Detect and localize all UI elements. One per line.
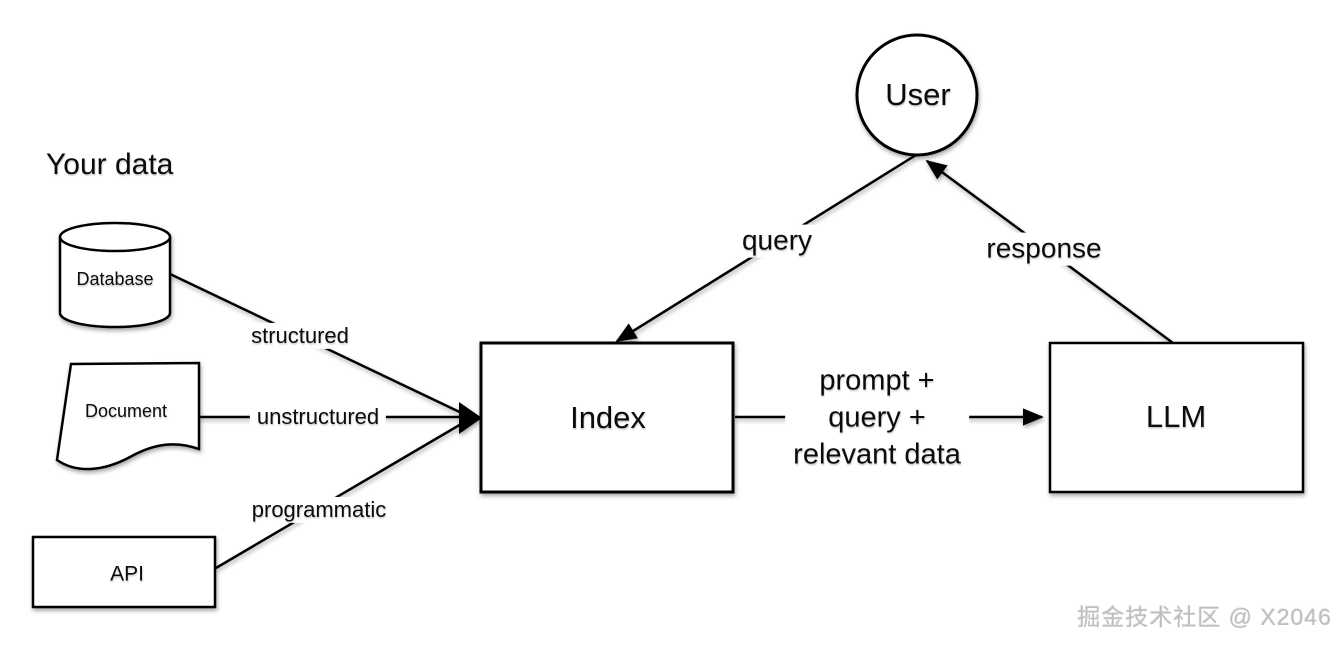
database-cylinder-top-icon: [58, 221, 172, 253]
database-cylinder-icon: [58, 237, 172, 329]
user-node-label: User: [885, 76, 951, 112]
api-node-label: API: [110, 562, 144, 586]
llm-node-label: LLM: [1145, 398, 1207, 434]
programmatic-edge-line: [215, 418, 469, 570]
watermark-text: 掘金技术社区 @ X2046: [1077, 604, 1332, 630]
api-node-box: [31, 535, 217, 609]
document-node-label: Document: [84, 401, 168, 422]
database-node-label: Database: [76, 269, 154, 290]
structured-edge-label: structured: [244, 322, 356, 350]
your-data-title: Your data: [46, 148, 174, 181]
programmatic-edge-label: programmatic: [244, 496, 394, 524]
fan-in-arrowhead-icon: [459, 402, 482, 434]
document-sheet-icon: [55, 361, 201, 471]
user-node-circle: [855, 33, 979, 157]
query-edge-label: query: [734, 224, 820, 258]
unstructured-edge-label: unstructured: [249, 403, 387, 431]
index-node-box: [479, 341, 735, 494]
prompt-edge-label: prompt + query + relevant data: [785, 362, 969, 474]
response-edge-label: response: [979, 232, 1109, 266]
llm-node-box: [1048, 341, 1305, 494]
index-node-label: Index: [570, 399, 646, 435]
